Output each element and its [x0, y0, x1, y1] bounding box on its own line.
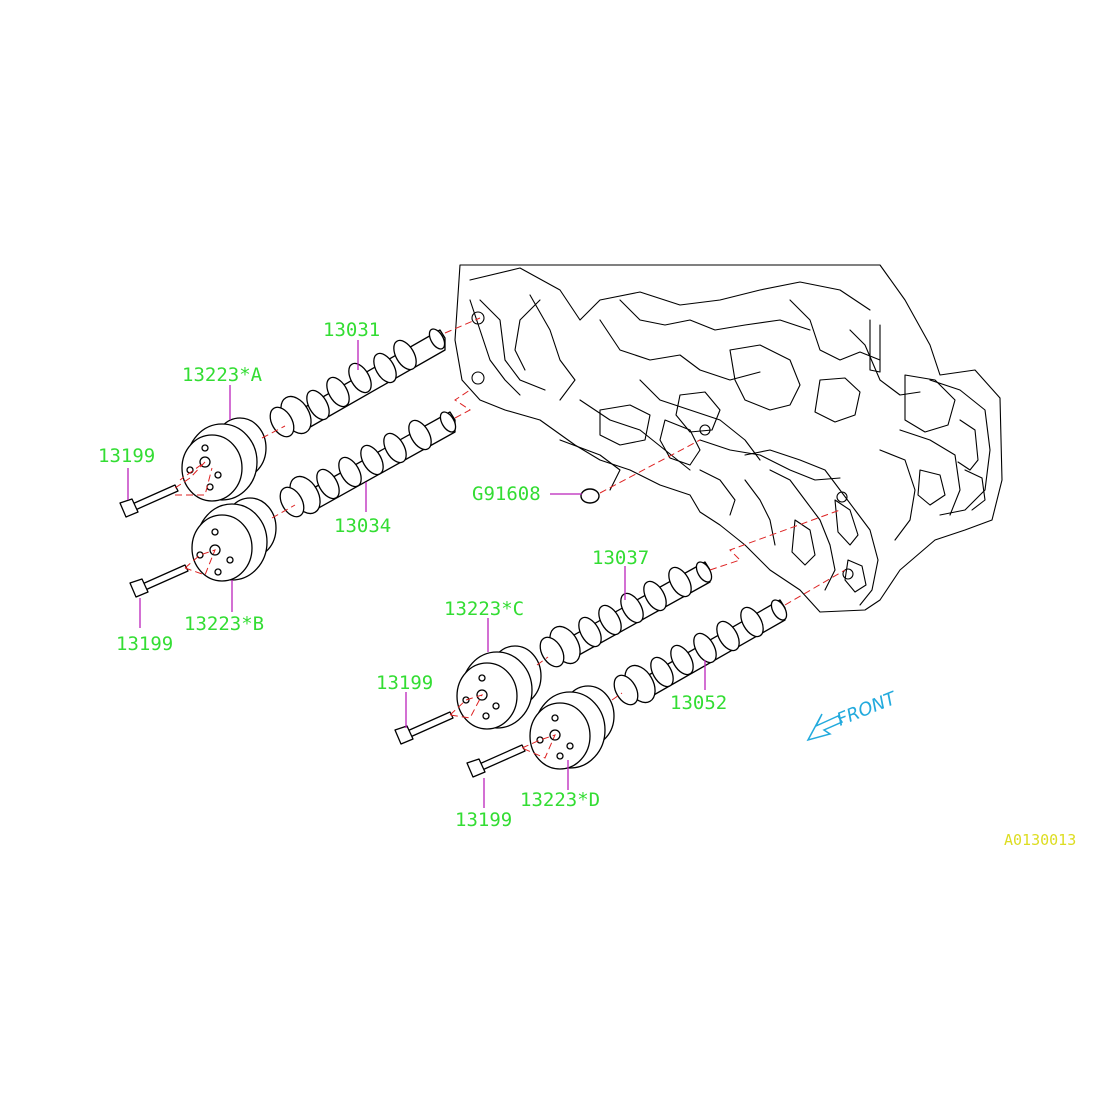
diagram-code: A0130013: [1004, 831, 1076, 849]
label-13199-1: 13199: [98, 445, 155, 467]
front-label: FRONT: [834, 687, 901, 730]
assembly-lines: [174, 317, 846, 759]
assembly-line: [536, 656, 549, 666]
assembly-line: [175, 467, 213, 496]
sprocket-d: [529, 685, 615, 770]
bolt-4: [466, 744, 526, 778]
assembly-line: [784, 569, 846, 606]
camshaft-13037: [539, 561, 713, 668]
bolt-3: [394, 711, 454, 745]
label-13223-b: 13223*B: [184, 613, 264, 635]
label-13199-3: 13199: [376, 672, 433, 694]
engine-block: [454, 264, 1003, 613]
bolt-2: [129, 564, 189, 598]
bolt-1: [119, 484, 179, 518]
label-13223-a: 13223*A: [182, 364, 263, 386]
assembly-line: [611, 692, 623, 701]
label-g91608: G91608: [472, 483, 541, 505]
sprocket-b: [191, 497, 277, 582]
camshaft-13031: [269, 328, 446, 438]
camshaft-13034: [279, 411, 457, 518]
assembly-line: [521, 734, 556, 759]
part-labels: 13031 13034 13037 13052 13223*A 13223*B …: [98, 319, 727, 831]
front-arrow-icon: [806, 713, 844, 742]
assembly-line: [449, 694, 484, 719]
leader-lines: [127, 340, 706, 808]
assembly-line: [454, 389, 471, 419]
label-13034: 13034: [334, 515, 391, 537]
label-13199-4: 13199: [455, 809, 512, 831]
camshaft-13052: [613, 599, 788, 706]
assembly-line: [184, 549, 216, 576]
label-13052: 13052: [670, 692, 727, 714]
sprocket-c: [456, 645, 542, 730]
label-13031: 13031: [323, 319, 380, 341]
assembly-line: [261, 425, 286, 439]
assembly-line: [174, 461, 206, 489]
front-indicator: FRONT: [806, 687, 901, 742]
assembly-line: [271, 504, 296, 519]
assembly-line: [599, 439, 701, 494]
seal-g91608: [580, 488, 600, 504]
label-13223-c: 13223*C: [444, 598, 524, 620]
sprocket-a: [181, 417, 267, 502]
assembly-line: [444, 317, 481, 334]
label-13199-2: 13199: [116, 633, 173, 655]
assembly-line: [709, 509, 841, 571]
label-13037: 13037: [592, 547, 649, 569]
label-13223-d: 13223*D: [520, 789, 600, 811]
